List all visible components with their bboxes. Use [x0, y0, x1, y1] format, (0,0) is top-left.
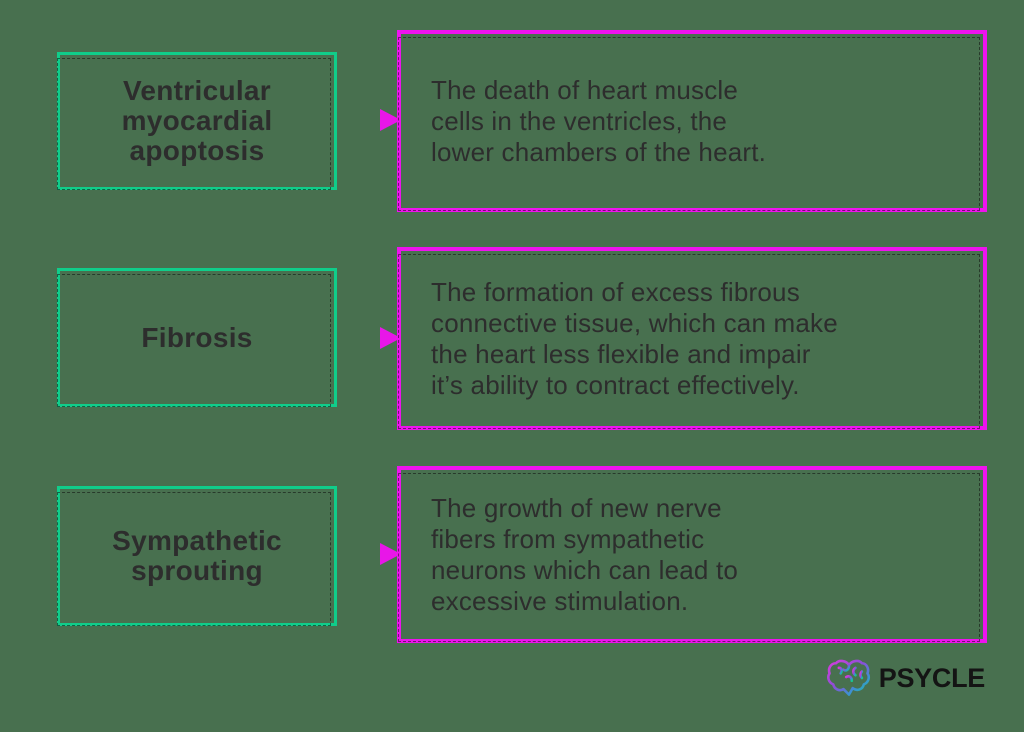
term-text: Sympathetic sprouting — [112, 525, 282, 586]
brain-icon — [826, 659, 870, 696]
arrow-right-icon — [336, 327, 401, 349]
definition-text: The formation of excess fibrous connecti… — [431, 276, 838, 400]
definition-text: The death of heart muscle cells in the v… — [431, 74, 767, 167]
term-text: Ventricular myocardial apoptosis — [121, 75, 273, 166]
definition-box-sympathetic-sprouting: The growth of new nerve fibers from symp… — [397, 466, 987, 643]
psycle-logo: PSYCLE — [825, 655, 985, 701]
term-box-fibrosis: Fibrosis — [57, 268, 337, 407]
arrow-right-icon — [336, 543, 401, 565]
term-box-ventricular-myocardial-apoptosis: Ventricular myocardial apoptosis — [57, 52, 337, 190]
definition-box-ventricular-myocardial-apoptosis: The death of heart muscle cells in the v… — [397, 30, 987, 212]
logo-text: PSYCLE — [878, 662, 986, 693]
definition-text: The growth of new nerve fibers from symp… — [431, 492, 739, 616]
definition-box-fibrosis: The formation of excess fibrous connecti… — [397, 247, 987, 430]
term-text: Fibrosis — [141, 321, 253, 353]
arrow-right-icon — [336, 109, 401, 131]
term-box-sympathetic-sprouting: Sympathetic sprouting — [57, 486, 337, 626]
